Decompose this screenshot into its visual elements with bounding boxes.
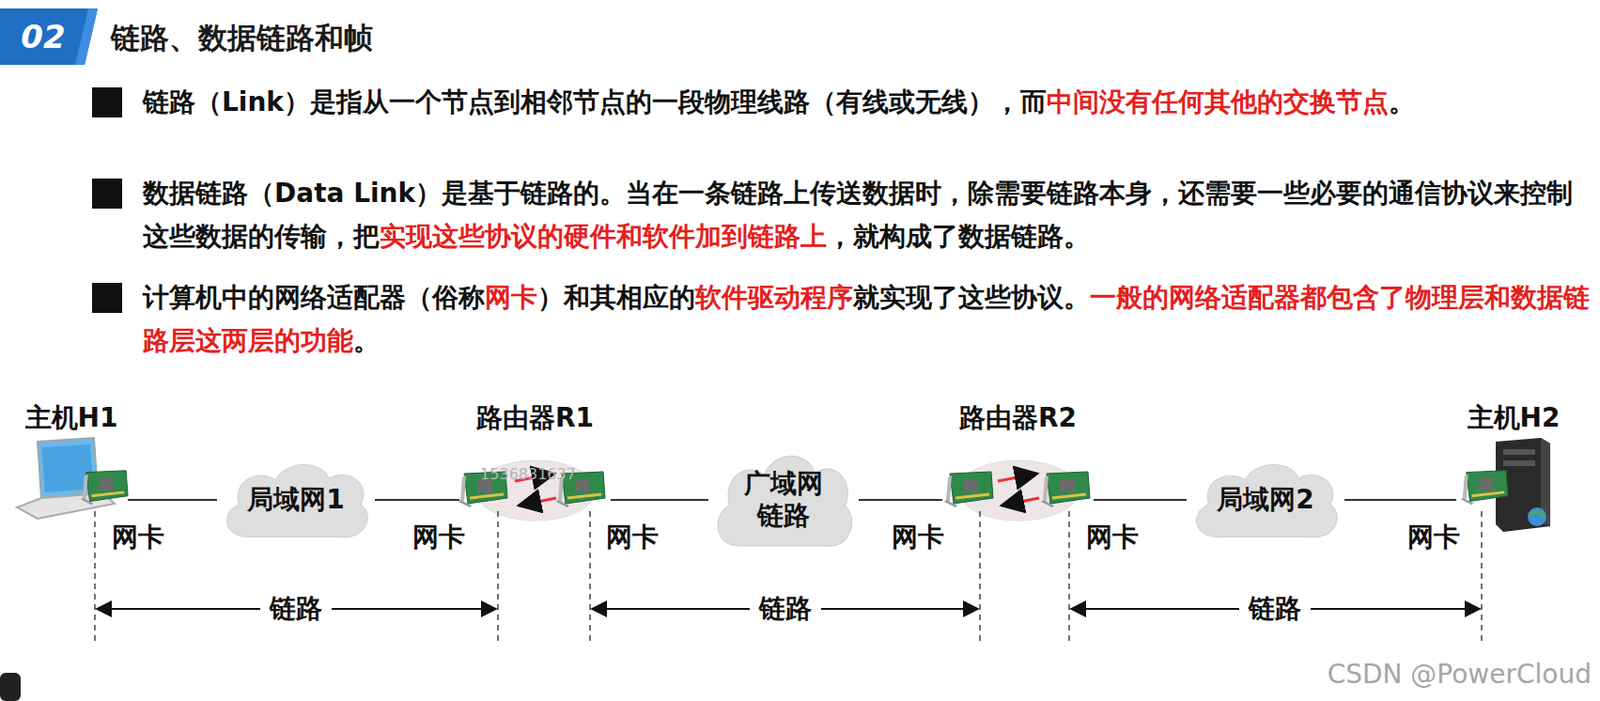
network-wire	[127, 498, 218, 501]
body-text: 。	[353, 325, 380, 357]
device-name: 主机H1	[25, 402, 119, 435]
body-text: 链路（Link）是指从一个节点到相邻节点的一段物理线路（有线或无线），而	[142, 86, 1047, 118]
device-name: 路由器R1	[476, 402, 594, 435]
nic-label: 网卡	[111, 521, 165, 554]
bullet-square	[92, 87, 123, 118]
link-label: 链路	[749, 592, 822, 625]
slide-title: 链路、数据链路和帧	[110, 18, 373, 59]
section-number: 02	[20, 17, 65, 57]
highlight-text: 网卡	[484, 281, 538, 313]
network-wire	[374, 498, 460, 501]
nic-label: 网卡	[412, 521, 466, 554]
link-label: 链路	[1239, 592, 1311, 625]
network-wire	[610, 498, 709, 501]
body-text: 就实现了这些协议。	[853, 281, 1090, 313]
watermark: 1536831637	[480, 465, 576, 483]
network-cloud: 广域网 链路	[708, 446, 859, 554]
network-wire	[1344, 498, 1457, 501]
bullet-square	[92, 178, 123, 209]
highlight-text: 软件驱动程序	[695, 281, 854, 313]
network-name: 局域网1	[247, 483, 344, 516]
network-name: 广域网 链路	[738, 467, 829, 531]
bullet-paragraph: 数据链路（Data Link）是基于链路的。当在一条链路上传送数据时，除需要链路…	[142, 171, 1595, 259]
corner-mark	[0, 672, 21, 701]
body-text: ）和其相应的	[537, 281, 696, 313]
highlight-text: 中间没有任何其他的交换节点	[1046, 86, 1389, 118]
nic-label: 网卡	[605, 521, 659, 554]
router-node: 路由器R2	[942, 402, 1094, 534]
nic-label: 网卡	[1086, 521, 1139, 554]
network-cloud: 局域网2	[1186, 456, 1345, 544]
bullet-paragraph: 计算机中的网络适配器（俗称网卡）和其相应的软件驱动程序就实现了这些协议。一般的网…	[142, 276, 1595, 363]
host-node: 主机H1	[15, 402, 128, 523]
highlight-text: 实现这些协议的硬件和软件加到链路上	[379, 220, 827, 252]
device-name: 路由器R2	[959, 402, 1077, 435]
body-text: 。	[1388, 86, 1415, 118]
network-wire	[1093, 498, 1187, 501]
bullet-paragraph: 链路（Link）是指从一个节点到相邻节点的一段物理线路（有线或无线），而中间没有…	[142, 80, 1595, 125]
network-name: 局域网2	[1216, 483, 1314, 516]
bullet-square	[92, 282, 123, 313]
section-badge: 02	[0, 8, 98, 65]
watermark: CSDN @PowerCloud	[1327, 658, 1592, 691]
body-text: 计算机中的网络适配器（俗称	[142, 281, 485, 313]
device-name: 主机H2	[1467, 402, 1561, 435]
nic-label: 网卡	[891, 521, 945, 554]
network-cloud: 局域网1	[217, 456, 375, 544]
network-wire	[858, 498, 943, 501]
link-label: 链路	[260, 592, 332, 625]
host-node: 主机H2	[1456, 402, 1571, 523]
body-text: ，就构成了数据链路。	[826, 220, 1090, 252]
nic-label: 网卡	[1407, 521, 1461, 554]
